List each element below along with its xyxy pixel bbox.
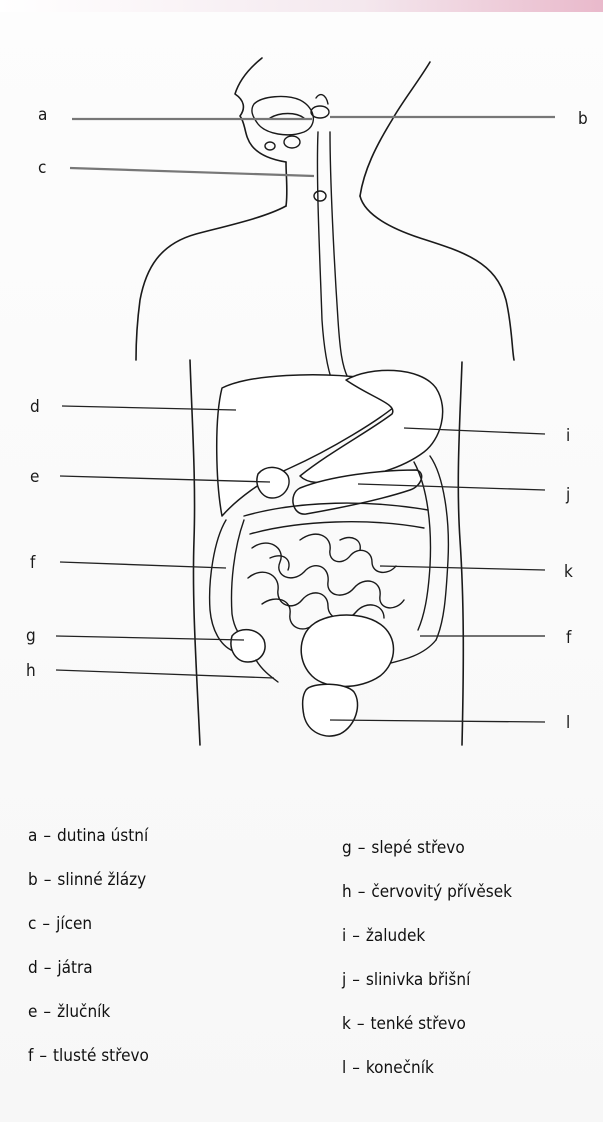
- legend-item-j-right: j–slinivka břišní: [342, 970, 470, 990]
- legend-separator: –: [352, 1058, 360, 1078]
- legend-separator: –: [42, 914, 50, 934]
- esophagus: [314, 132, 348, 386]
- label-j: j: [565, 485, 570, 505]
- label-g: g: [26, 626, 36, 646]
- legend-separator: –: [352, 926, 360, 946]
- legend-separator: –: [352, 970, 360, 990]
- legend-separator: –: [358, 838, 366, 858]
- oral-cavity-outline: [252, 97, 313, 135]
- legend-term: dutina ústní: [57, 826, 148, 846]
- legend-item-f-left: f–tlusté střevo: [28, 1046, 149, 1066]
- legend-item-d-left: d–játra: [28, 958, 93, 978]
- transverse-colon-inner: [250, 522, 424, 534]
- legend-term: játra: [57, 958, 92, 978]
- head-back: [360, 62, 430, 196]
- label-f-left: f: [30, 553, 36, 573]
- leader-g: [56, 636, 244, 640]
- legend-letter: c: [28, 914, 36, 934]
- legend-letter: f: [28, 1046, 33, 1066]
- legend-item-a-left: a–dutina ústní: [28, 826, 148, 846]
- face-profile: [235, 58, 286, 162]
- leader-k: [380, 566, 545, 570]
- neck-left: [286, 162, 287, 206]
- leader-f-left: [60, 562, 226, 568]
- ascending-colon-inner: [232, 520, 249, 642]
- legend-letter: i: [342, 926, 346, 946]
- legend-letter: l: [342, 1058, 346, 1078]
- legend-letter: h: [342, 882, 352, 902]
- gallbladder: [257, 467, 289, 498]
- legend-item-k-right: k–tenké střevo: [342, 1014, 466, 1034]
- leader-h: [56, 670, 274, 678]
- descending-colon: [430, 456, 448, 640]
- legend-term: tlusté střevo: [53, 1046, 149, 1066]
- legend-separator: –: [39, 1046, 47, 1066]
- legend-term: slinné žlázy: [57, 870, 146, 890]
- salivary-gland-upper: [311, 106, 329, 118]
- legend-separator: –: [357, 1014, 365, 1034]
- legend-letter: g: [342, 838, 352, 858]
- left-torso-side: [190, 360, 200, 745]
- legend-letter: d: [28, 958, 38, 978]
- legend-letter: a: [28, 826, 37, 846]
- legend-separator: –: [44, 958, 52, 978]
- small-intestine-loop: [252, 543, 404, 608]
- legend-term: žlučník: [57, 1002, 110, 1022]
- legend-item-c-left: c–jícen: [28, 914, 92, 934]
- legend-separator: –: [44, 870, 52, 890]
- label-h: h: [26, 661, 36, 681]
- legend-item-e-left: e–žlučník: [28, 1002, 110, 1022]
- legend-item-b-left: b–slinné žlázy: [28, 870, 146, 890]
- rectum: [303, 684, 358, 736]
- legend-item-i-right: i–žaludek: [342, 926, 425, 946]
- legend-letter: e: [28, 1002, 37, 1022]
- legend-term: konečník: [366, 1058, 434, 1078]
- legend-term: slinivka břišní: [366, 970, 470, 990]
- leader-l: [330, 720, 545, 722]
- left-shoulder: [136, 206, 286, 360]
- esophagus-right-wall: [330, 132, 348, 378]
- small-intestine-loop: [340, 538, 360, 550]
- tongue: [270, 114, 304, 119]
- pharynx: [316, 95, 328, 104]
- legend-separator: –: [43, 826, 51, 846]
- label-f-right: f: [566, 628, 572, 648]
- small-intestine-loop: [248, 572, 384, 619]
- legend-term: žaludek: [366, 926, 425, 946]
- label-d: d: [30, 397, 40, 417]
- label-a: a: [38, 105, 47, 125]
- bladder: [301, 615, 393, 687]
- appendix: [256, 660, 278, 682]
- right-shoulder: [360, 196, 514, 360]
- salivary-gland-lower: [284, 136, 300, 148]
- legend-term: jícen: [56, 914, 92, 934]
- legend-item-g-right: g–slepé střevo: [342, 838, 465, 858]
- label-i: i: [566, 426, 570, 446]
- label-c: c: [38, 158, 46, 178]
- leader-d: [62, 406, 236, 410]
- label-b: b: [578, 109, 588, 129]
- legend-separator: –: [358, 882, 366, 902]
- legend-term: červovitý přívěsek: [371, 882, 512, 902]
- legend-separator: –: [43, 1002, 51, 1022]
- label-k: k: [564, 562, 573, 582]
- legend-term: tenké střevo: [371, 1014, 466, 1034]
- legend-letter: b: [28, 870, 38, 890]
- digestive-system-diagram: a b c d e f g h i j k f l: [0, 0, 603, 800]
- salivary-gland-small: [265, 142, 275, 150]
- larynx-ring: [314, 191, 326, 201]
- right-torso-side: [458, 362, 463, 745]
- legend-item-l-right: l–konečník: [342, 1058, 434, 1078]
- label-l: l: [566, 713, 570, 733]
- label-e: e: [30, 467, 39, 487]
- cecum: [231, 630, 265, 662]
- legend-letter: j: [342, 970, 346, 990]
- legend-term: slepé střevo: [371, 838, 464, 858]
- leader-c: [70, 168, 314, 176]
- legend-item-h-right: h–červovitý přívěsek: [342, 882, 512, 902]
- esophagus-left-wall: [317, 132, 334, 386]
- legend-letter: k: [342, 1014, 351, 1034]
